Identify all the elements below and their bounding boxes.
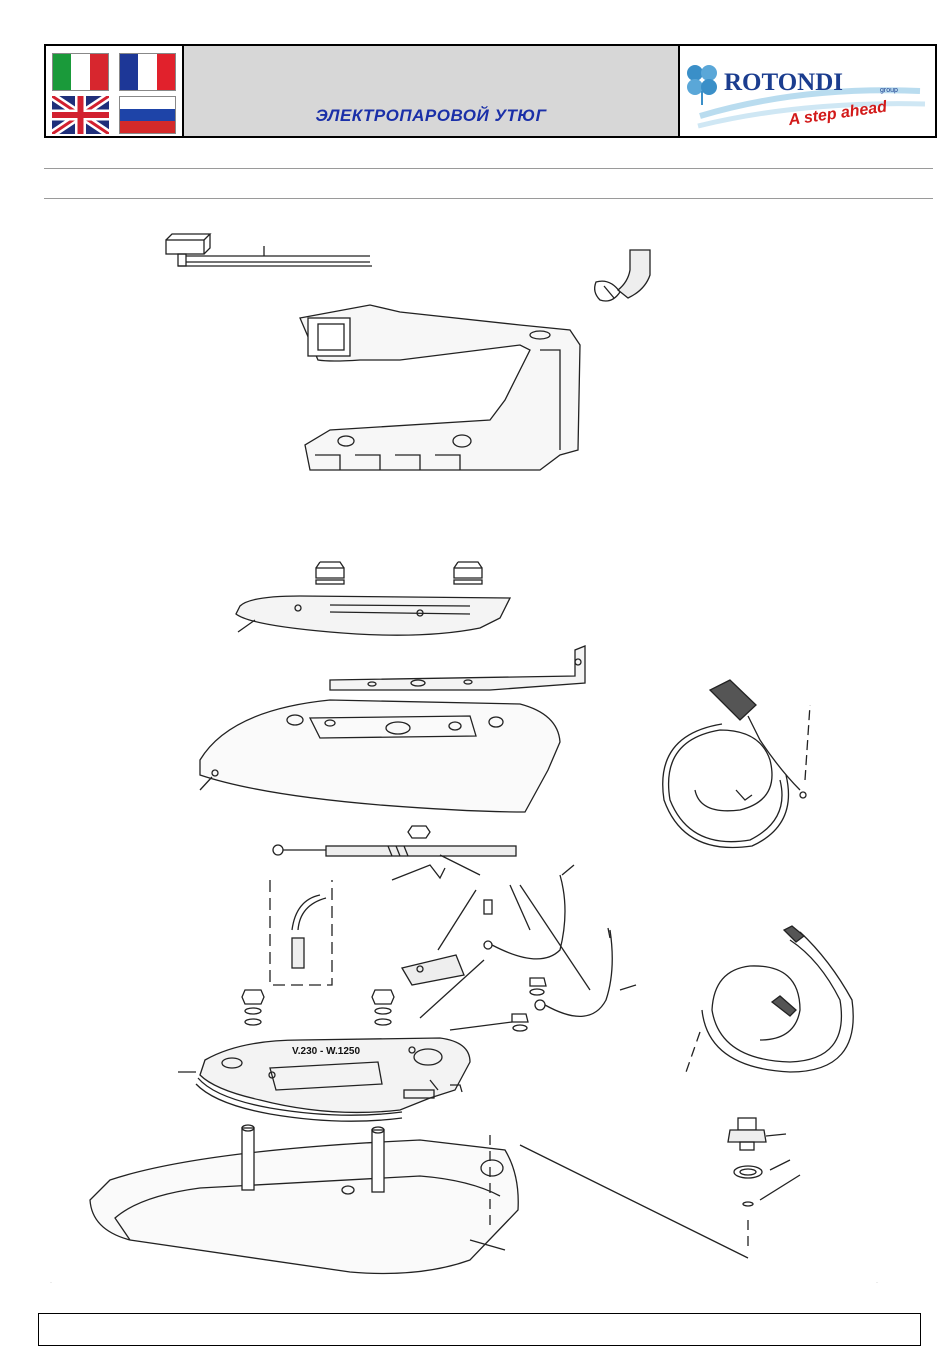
fitting-part (728, 1118, 800, 1252)
power-cord-part (663, 680, 810, 848)
nut-washer-stacks-part (242, 978, 546, 1031)
steam-elbow-part (595, 250, 650, 301)
bracket-part (330, 646, 585, 690)
svg-text:·: · (50, 1280, 52, 1286)
connection-wires-part (402, 865, 636, 1018)
heating-plate-label: V.230 - W.1250 (292, 1046, 360, 1057)
thermostat-wire-part (273, 826, 516, 880)
spiral-hose-part (685, 926, 853, 1075)
iron-handle-part (300, 305, 580, 470)
svg-text:·: · (876, 1280, 878, 1286)
sensor-inset-part (270, 880, 332, 985)
microswitch-rod-part (166, 234, 372, 266)
soleplate-part (90, 1125, 748, 1274)
footer-box (38, 1313, 921, 1346)
cover-plate-part (236, 596, 510, 635)
iron-shell-part (200, 700, 560, 812)
nuts-part (316, 562, 482, 584)
